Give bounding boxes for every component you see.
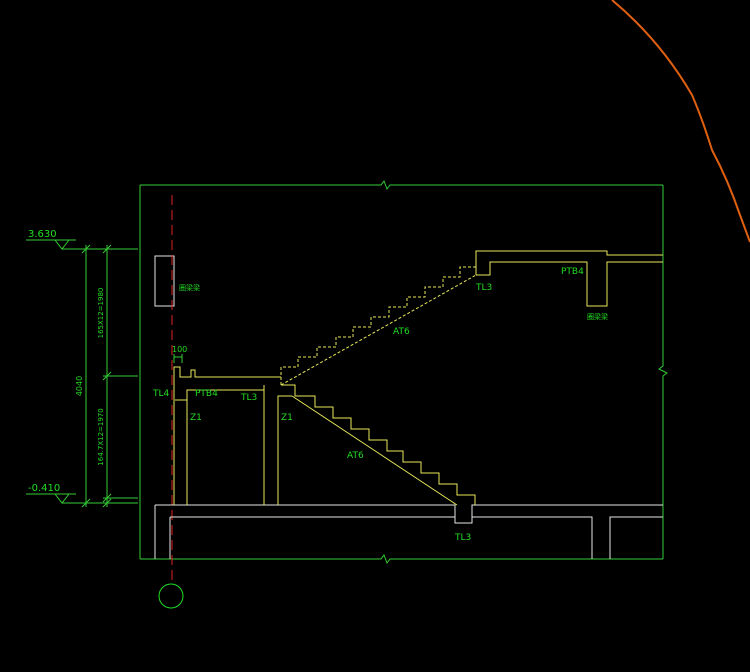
note-left: 圈梁梁 — [179, 283, 200, 292]
floor-slab — [154, 504, 663, 559]
dim-upper-flight: 165X12=1980 — [97, 288, 105, 339]
wall-block-left — [154, 255, 175, 307]
orange-boundary-curve — [611, 0, 750, 243]
stair-structure — [173, 250, 663, 506]
dim-lower-flight: 164.7X12=1970 — [97, 408, 105, 465]
level-bottom-label: -0.410 — [28, 483, 60, 494]
label-tl3-mid: TL3 — [240, 393, 257, 403]
dimension-chain — [81, 244, 138, 508]
label-ptb4-right: PTB4 — [561, 267, 584, 277]
label-tl4: TL4 — [152, 389, 170, 399]
dim-small — [173, 354, 183, 363]
label-z1-left: Z1 — [190, 413, 202, 423]
label-z1-right: Z1 — [281, 413, 293, 423]
section-frame — [139, 179, 668, 565]
label-ptb4-left: PTB4 — [195, 389, 218, 399]
axis-bubble — [158, 583, 184, 609]
note-right: 圈梁梁 — [587, 312, 608, 321]
level-marker-top — [26, 239, 82, 250]
level-marker-bottom — [26, 493, 82, 504]
dim-small-label: 100 — [172, 345, 187, 354]
label-at6-lower: AT6 — [347, 451, 364, 461]
label-tl3-base: TL3 — [454, 533, 471, 543]
label-at6-upper: AT6 — [393, 327, 410, 337]
level-top-label: 3.630 — [28, 229, 57, 240]
dim-total-height: 4040 — [75, 376, 84, 396]
label-tl3-landing: TL3 — [475, 283, 492, 293]
